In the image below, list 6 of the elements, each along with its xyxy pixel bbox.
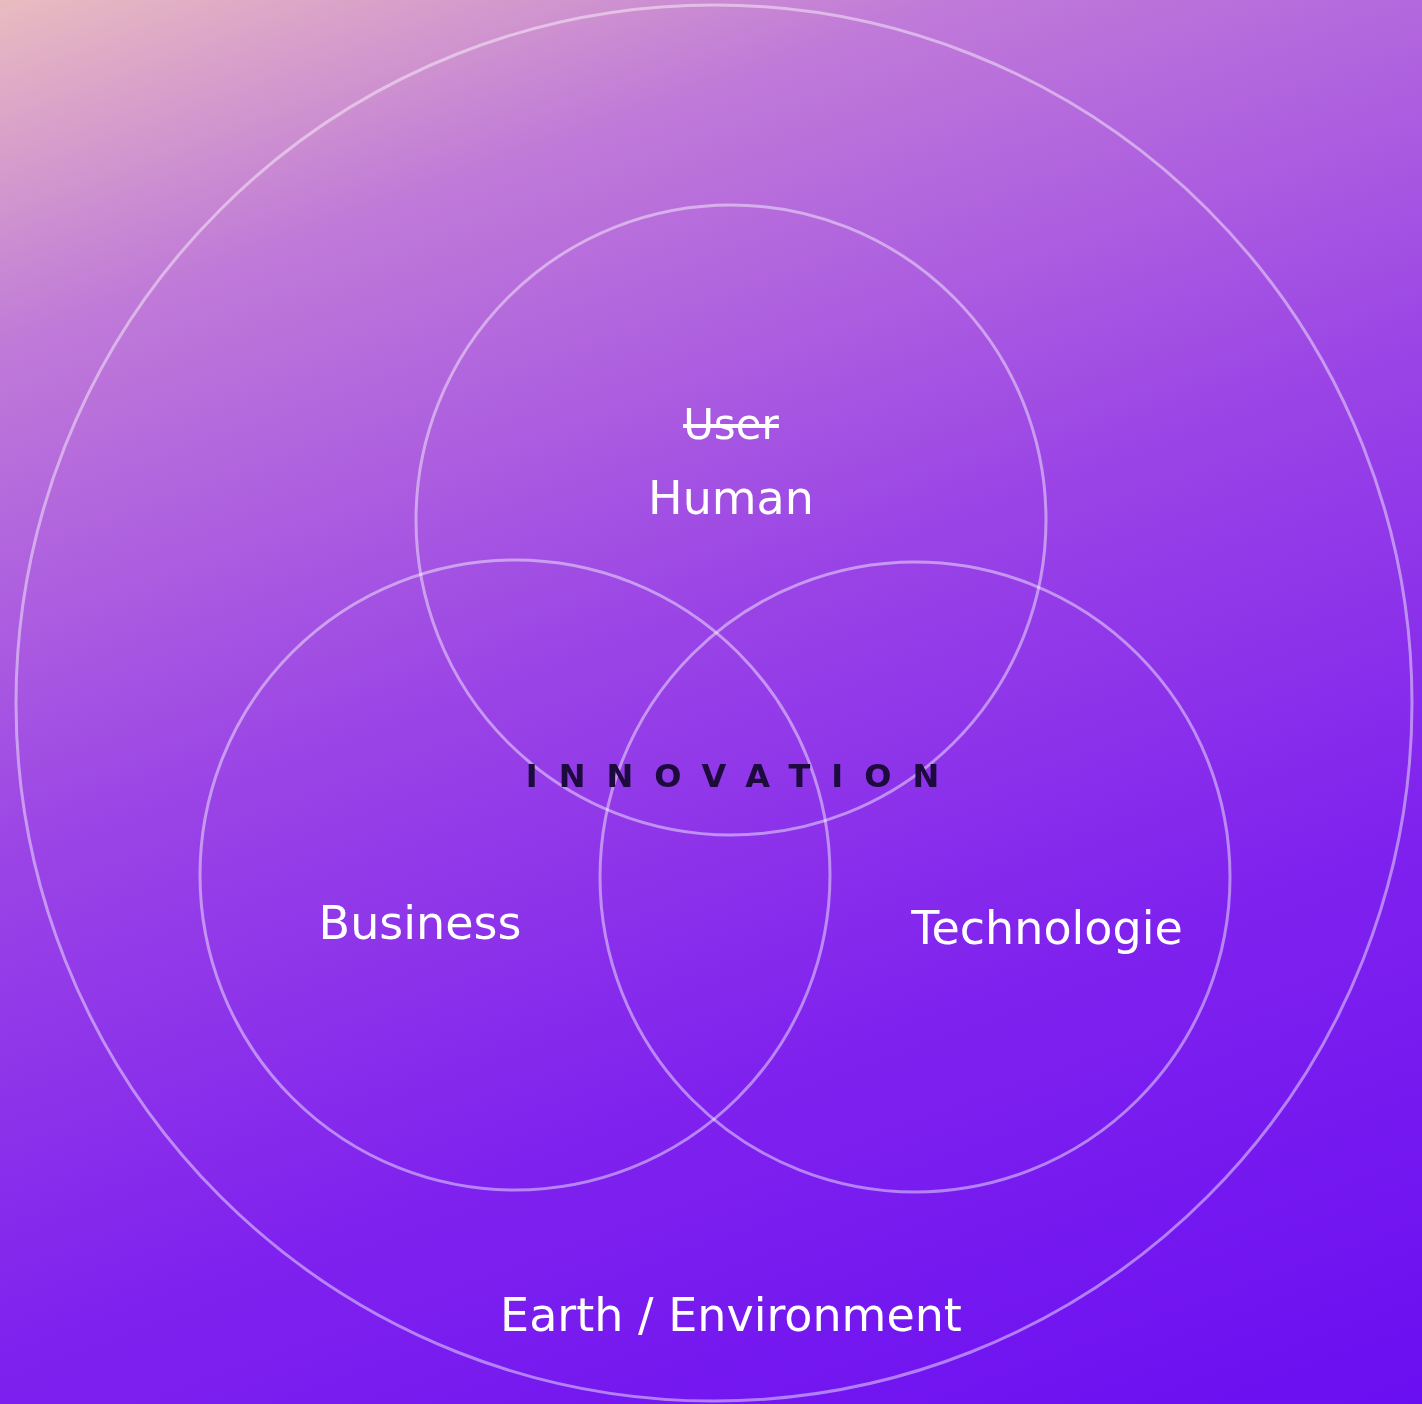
circle-label: Human [648, 473, 814, 524]
circle-label: Business [318, 898, 522, 949]
center-label: INNOVATION [525, 757, 961, 795]
struck-circle-label: User [683, 402, 779, 449]
circle-label: Earth / Environment [500, 1290, 962, 1341]
circle-label: Technologie [911, 903, 1183, 954]
